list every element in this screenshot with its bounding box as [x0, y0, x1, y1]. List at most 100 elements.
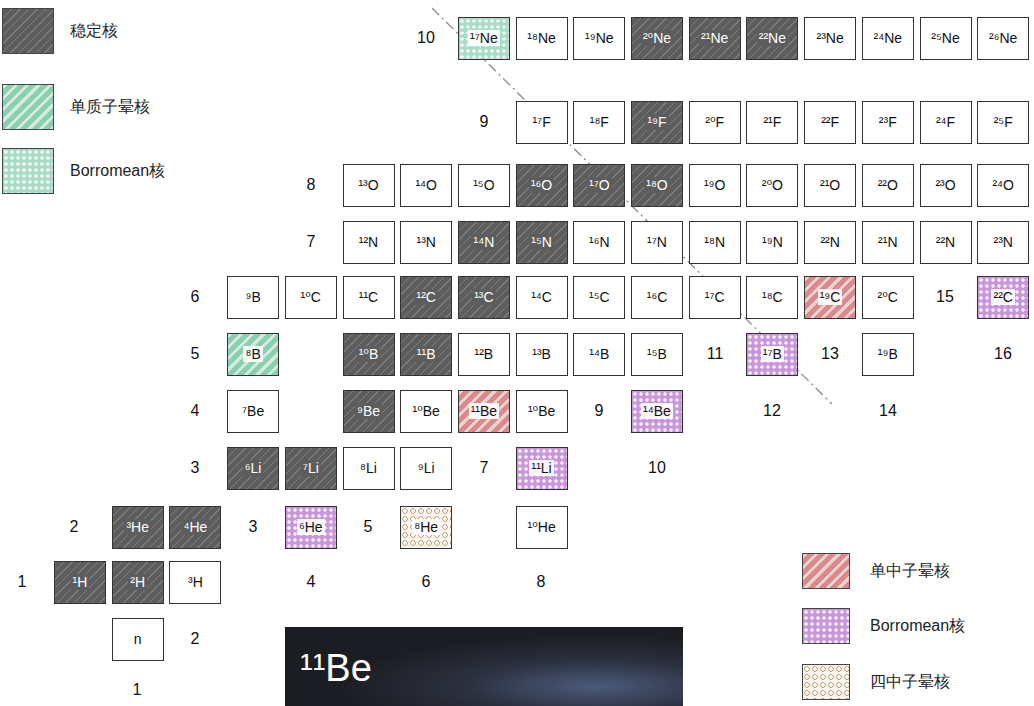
nuclide-cell: ¹⁵O — [458, 164, 510, 207]
nuclide-cell: ³He — [112, 506, 164, 549]
nuclide-symbol: ¹⁸Ne — [525, 30, 557, 46]
nuclide-symbol: ¹⁰Be — [526, 403, 557, 419]
nuclide-cell: ¹⁶C — [631, 276, 683, 319]
nucleon-number: 4 — [191, 402, 200, 420]
nuclide-cell: ¹⁸C — [746, 276, 798, 319]
nuclide-symbol: ¹¹C — [357, 289, 380, 305]
nucleon-number: 9 — [595, 402, 604, 420]
nuclide-symbol: ²⁵F — [992, 114, 1015, 130]
nuclide-symbol: ³H — [186, 574, 205, 590]
nuclide-symbol: ¹²B — [473, 346, 496, 362]
nuclide-cell: ¹⁹C — [804, 276, 856, 319]
nuclide-cell: ¹⁰Be — [516, 390, 568, 433]
nuclide-cell: ⁷Be — [227, 390, 279, 433]
nuclide-symbol: ²²C — [991, 289, 1014, 305]
nuclide-symbol: ¹⁹C — [818, 289, 843, 305]
nucleon-number: 9 — [480, 113, 489, 131]
nucleon-number: 3 — [191, 459, 200, 477]
nucleon-number: 7 — [307, 233, 316, 251]
nuclide-symbol: ³He — [124, 519, 151, 535]
nuclide-cell: ²⁰Ne — [631, 17, 683, 60]
nuclide-symbol: ¹⁸C — [760, 289, 785, 305]
nucleon-number: 4 — [307, 573, 316, 591]
drip-line — [432, 8, 832, 404]
nuclide-cell: ⁶He — [285, 506, 337, 549]
nuclide-symbol: ⁴He — [181, 519, 209, 535]
nuclide-symbol: ¹⁰B — [357, 346, 381, 362]
nuclide-symbol: ¹³C — [472, 289, 495, 305]
nucleon-number: 2 — [70, 518, 79, 536]
nuclide-symbol: ⁶He — [297, 519, 325, 535]
nucleon-number: 11 — [707, 345, 724, 363]
nuclide-symbol: ¹⁵N — [529, 234, 554, 250]
nucleon-number: 16 — [994, 345, 1012, 363]
legend-text: 稳定核 — [70, 21, 118, 41]
nuclide-cell: ¹¹B — [400, 333, 452, 376]
nucleon-number: 1 — [133, 681, 142, 699]
nuclide-cell: ¹⁴N — [458, 221, 510, 264]
nuclide-cell: ¹⁹O — [689, 164, 741, 207]
nuclide-cell: ²²N — [920, 221, 972, 264]
nucleon-number: 7 — [480, 459, 489, 477]
nuclide-symbol: ¹⁹N — [760, 234, 785, 250]
nuclide-cell: ¹⁴B — [573, 333, 625, 376]
nucleon-number: 2 — [191, 630, 200, 648]
nuclide-cell: ¹⁸Ne — [516, 17, 568, 60]
nuclide-cell: ²H — [112, 561, 164, 604]
nuclide-cell: ¹⁰Be — [400, 390, 452, 433]
nuclide-cell: ¹²B — [458, 333, 510, 376]
nuclide-symbol: ¹⁴N — [471, 234, 496, 250]
nuclide-cell: ⁴He — [169, 506, 221, 549]
nuclide-cell: ¹⁶O — [516, 164, 568, 207]
legend-text: Borromean核 — [70, 161, 165, 181]
nuclide-cell: ²¹F — [746, 101, 798, 144]
nuclide-cell: ¹⁵B — [631, 333, 683, 376]
nuclide-cell: ¹³O — [343, 164, 395, 207]
nuclide-symbol: ¹⁶O — [529, 177, 554, 193]
nuclide-cell: ¹³C — [458, 276, 510, 319]
nuclide-cell: ¹²C — [400, 276, 452, 319]
nucleon-number: 5 — [191, 345, 200, 363]
nuclide-symbol: ²²Ne — [757, 30, 788, 46]
nuclide-symbol: ²¹Ne — [699, 30, 730, 46]
nuclide-symbol: ¹⁷B — [761, 346, 784, 362]
nuclide-cell: ⁸Li — [343, 447, 395, 490]
nuclide-cell: ¹⁷C — [689, 276, 741, 319]
legend-text: 单中子晕核 — [870, 561, 950, 581]
nuclide-symbol: ²²F — [819, 114, 841, 130]
nucleon-number: 5 — [364, 518, 373, 536]
nuclide-symbol: ²³F — [877, 114, 899, 130]
nuclide-symbol: ²²N — [934, 234, 957, 250]
nuclide-symbol: ¹⁷O — [587, 177, 612, 193]
nuclide-cell: ²²O — [862, 164, 914, 207]
nuclide-cell: ¹⁰He — [516, 506, 568, 549]
nucleon-number: 14 — [879, 402, 897, 420]
legend-text: Borromean核 — [870, 616, 965, 636]
nuclide-cell: ¹⁴C — [516, 276, 568, 319]
legend-swatch — [802, 608, 850, 644]
nuclide-symbol: ¹⁴B — [587, 346, 611, 362]
nuclide-cell: ²¹O — [804, 164, 856, 207]
nuclide-cell: ²⁴F — [920, 101, 972, 144]
nuclide-cell: ¹¹C — [343, 276, 395, 319]
nuclide-symbol: ¹⁹Ne — [583, 30, 616, 46]
nuclide-cell: ²⁶Ne — [977, 17, 1029, 60]
nuclide-symbol: ¹⁰C — [299, 289, 323, 305]
nuclide-cell: ¹⁷F — [516, 101, 568, 144]
legend-swatch — [2, 148, 54, 194]
nuclide-symbol: ¹⁶N — [587, 234, 612, 250]
nuclide-cell: ¹H — [54, 561, 106, 604]
nuclide-cell: ²³O — [920, 164, 972, 207]
nuclide-symbol: ²¹O — [818, 177, 842, 193]
legend-swatch — [802, 553, 850, 589]
nuclide-symbol: ¹⁹B — [876, 346, 900, 362]
nuclide-symbol: ²²N — [818, 234, 841, 250]
nuclide-cell: ¹⁹Ne — [573, 17, 625, 60]
nuclide-cell: ⁹Be — [343, 390, 395, 433]
nuclide-symbol: ¹³B — [530, 346, 553, 362]
nuclide-symbol: ¹³O — [356, 177, 380, 193]
nuclide-symbol: ¹⁶C — [645, 289, 670, 305]
nuclide-cell: ¹⁸F — [573, 101, 625, 144]
nuclide-cell: ¹²N — [343, 221, 395, 264]
nuclide-symbol: ¹³N — [414, 234, 437, 250]
